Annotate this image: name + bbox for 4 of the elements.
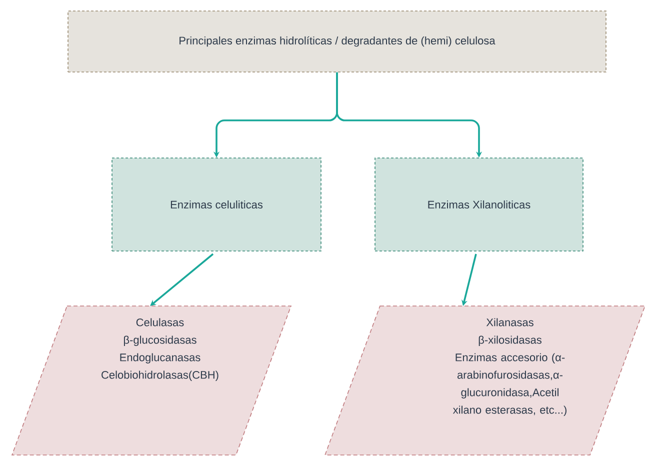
arrow	[150, 253, 214, 306]
process-box: Enzimas celuliticas	[112, 158, 322, 252]
process-box: Principales enzimas hidrolíticas / degradantes de (hemi) celulosa	[68, 10, 606, 72]
process-box: Enzimas Xilanoliticas	[374, 158, 584, 252]
